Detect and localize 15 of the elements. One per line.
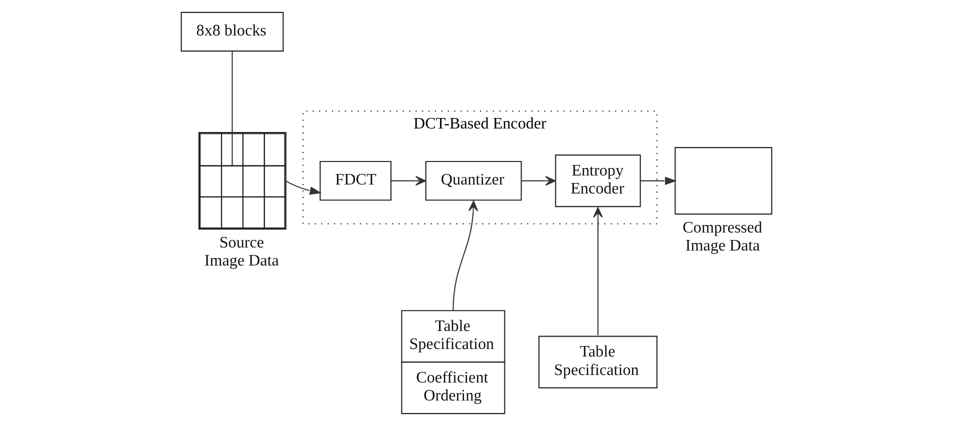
node-box: Quantizer [425,160,522,201]
node-label: Compressed Image Data [682,219,762,255]
node-label: Source Image Data [204,234,279,270]
node-box: Table Specification [538,336,658,388]
arrow [522,176,556,186]
arrow [452,200,478,311]
node-box: FDCT [320,160,392,201]
connector [232,51,233,166]
arrow [640,176,677,185]
node-box [674,147,772,215]
arrow [593,207,603,336]
node-box: 8x8 blocks [180,12,284,52]
arrow [285,180,322,195]
arrow [391,176,426,186]
node-box: Entropy Encoder [555,154,641,208]
